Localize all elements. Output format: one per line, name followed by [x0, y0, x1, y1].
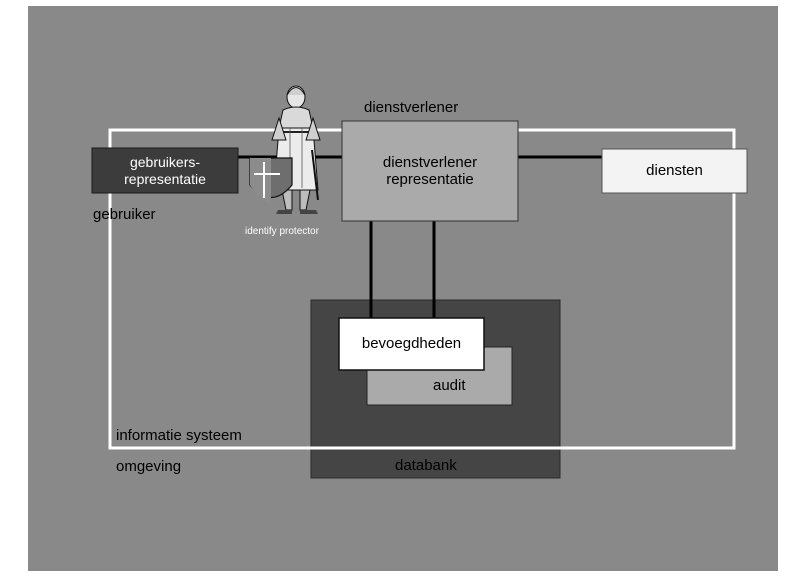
- identify-protector-label: identify protector: [245, 226, 319, 237]
- environment-label: omgeving: [116, 458, 182, 475]
- services-label: diensten: [646, 162, 703, 180]
- provider-representation-box: [341, 120, 519, 222]
- databank-label: databank: [395, 457, 457, 474]
- provider-label: dienstverlener: [364, 99, 459, 116]
- user-label: gebruiker: [93, 206, 156, 223]
- information-system-label: informatie systeem: [116, 427, 242, 444]
- audit-label: audit: [433, 377, 466, 394]
- user-representation-label: gebruikers- representatie: [124, 154, 206, 187]
- user-representation-box: [91, 147, 239, 194]
- services-box: [601, 148, 748, 194]
- permissions-label: bevoegdheden: [361, 335, 462, 353]
- provider-representation-label: dienstverlener representatie: [382, 153, 478, 188]
- knight-with-shield-icon: [249, 85, 321, 214]
- environment-area: [28, 6, 778, 571]
- permissions-box: [338, 317, 485, 371]
